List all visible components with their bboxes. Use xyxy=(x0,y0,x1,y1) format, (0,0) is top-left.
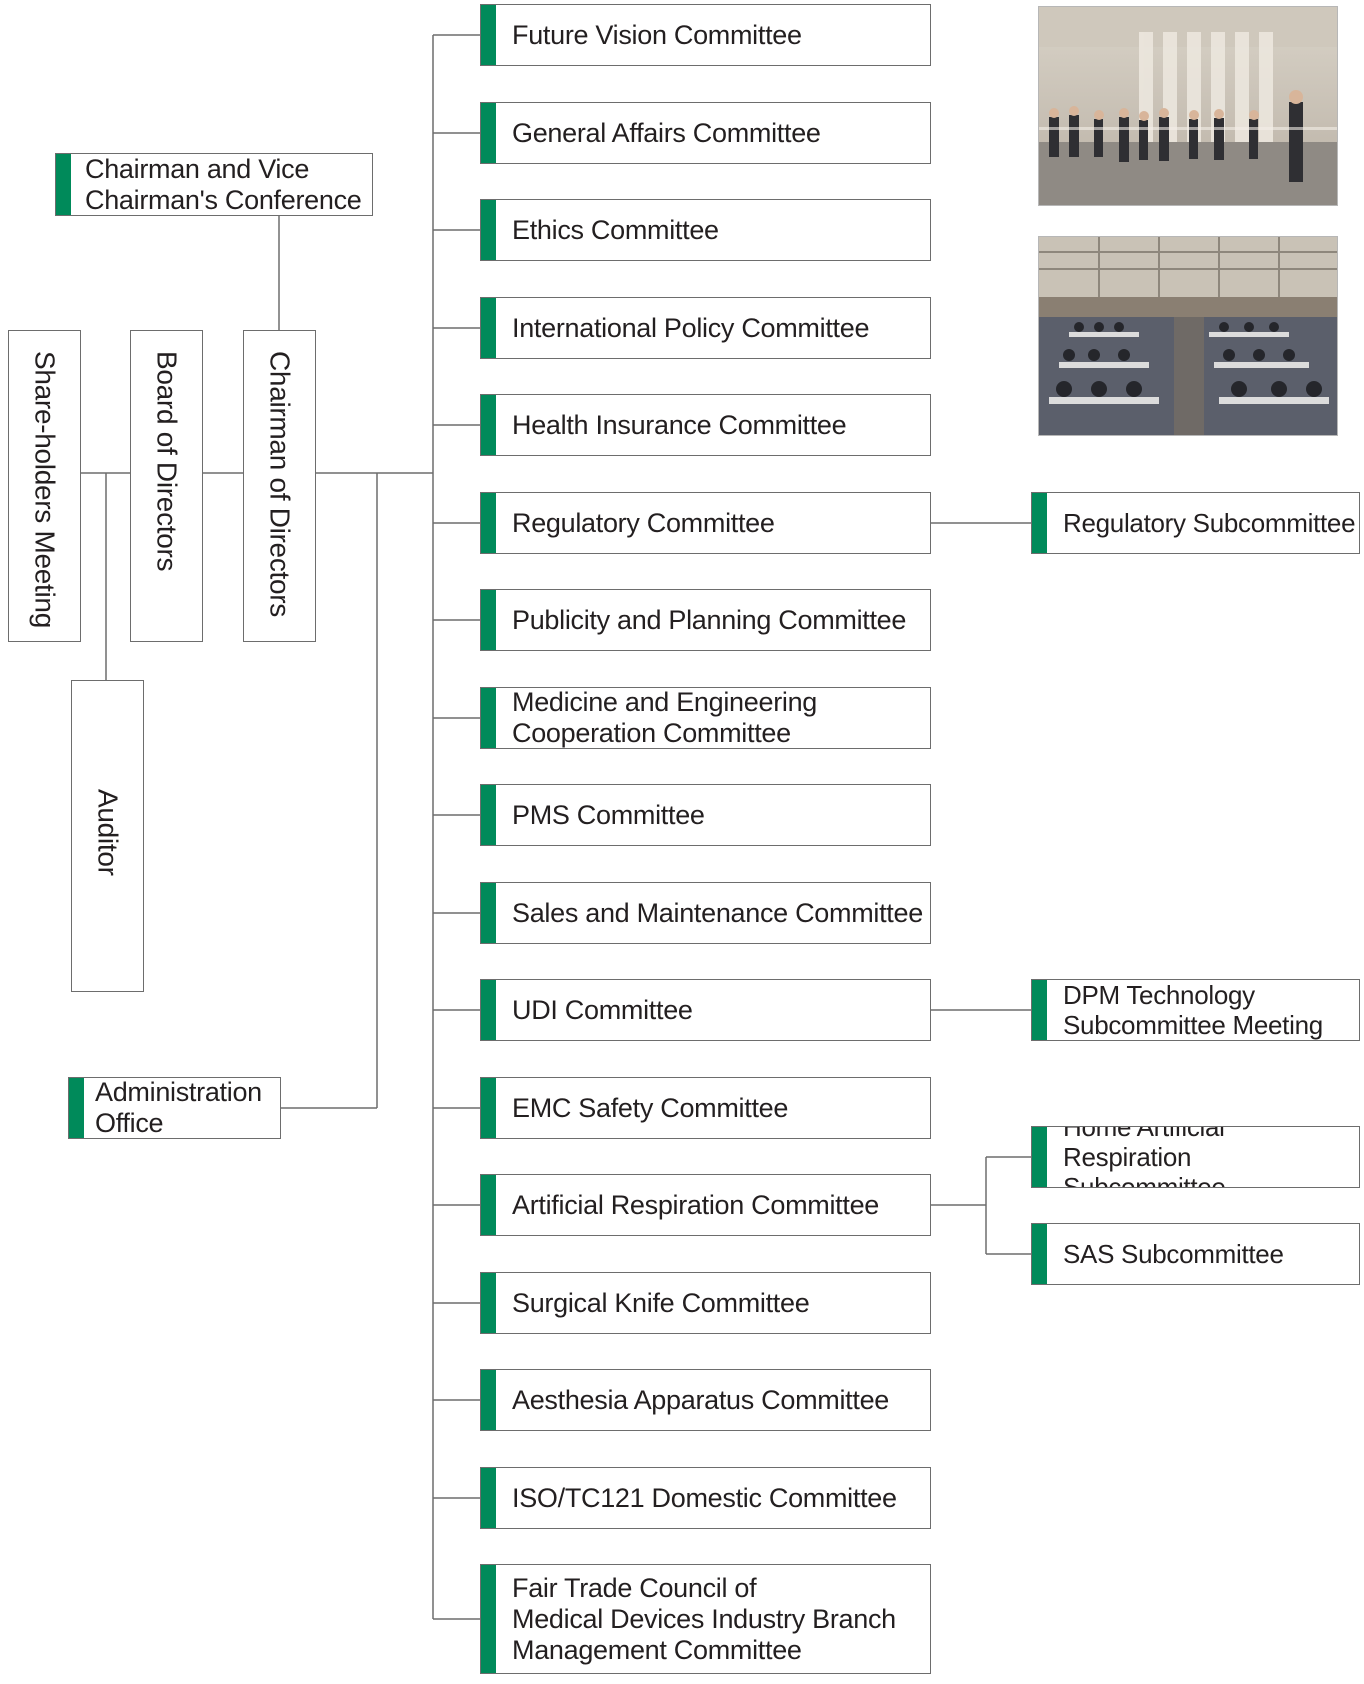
accent-bar xyxy=(56,154,71,215)
accent-bar xyxy=(481,980,496,1040)
committee-box: Artificial Respiration Committee xyxy=(480,1174,931,1236)
committee-box: Publicity and Planning Committee xyxy=(480,589,931,651)
committee-label: Ethics Committee xyxy=(512,214,719,245)
board-of-directors-box: Board of Directors xyxy=(130,330,203,642)
conference-label: Chairman and Vice Chairman's Conference xyxy=(85,153,362,215)
conference-hall-photo xyxy=(1038,236,1338,436)
committee-box: General Affairs Committee xyxy=(480,102,931,164)
chairman-of-directors-box: Chairman of Directors xyxy=(243,330,316,642)
committee-label: Medicine and Engineering Cooperation Com… xyxy=(512,687,818,748)
accent-bar xyxy=(481,298,496,358)
committee-label: International Policy Committee xyxy=(512,312,870,343)
committee-box: Fair Trade Council of Medical Devices In… xyxy=(480,1564,931,1674)
shareholders-meeting-label: Share-holders Meeting xyxy=(29,351,61,628)
committee-box: Regulatory Committee xyxy=(480,492,931,554)
subcommittee-label: SAS Subcommittee xyxy=(1063,1239,1284,1269)
committee-box: UDI Committee xyxy=(480,979,931,1041)
accent-bar xyxy=(481,493,496,553)
subcommittee-label: Home Artificial Respiration Subcommittee xyxy=(1063,1126,1226,1188)
committee-box: PMS Committee xyxy=(480,784,931,846)
committee-label: EMC Safety Committee xyxy=(512,1092,789,1123)
committee-box: Health Insurance Committee xyxy=(480,394,931,456)
subcommittee-box: SAS Subcommittee xyxy=(1031,1223,1360,1285)
committee-label: Aesthesia Apparatus Committee xyxy=(512,1384,889,1415)
conference-photo-art xyxy=(1039,237,1337,435)
subcommittee-label: Regulatory Subcommittee xyxy=(1063,508,1356,538)
committee-box: Aesthesia Apparatus Committee xyxy=(480,1369,931,1431)
board-of-directors-label: Board of Directors xyxy=(151,351,183,572)
committee-label: Surgical Knife Committee xyxy=(512,1287,810,1318)
auditor-box: Auditor xyxy=(71,680,144,992)
subcommittee-box: Home Artificial Respiration Subcommittee xyxy=(1031,1126,1360,1188)
committee-box: ISO/TC121 Domestic Committee xyxy=(480,1467,931,1529)
subcommittee-label: DPM Technology Subcommittee Meeting xyxy=(1063,980,1323,1040)
chairman-of-directors-label: Chairman of Directors xyxy=(264,351,296,618)
accent-bar xyxy=(481,395,496,455)
accent-bar xyxy=(481,103,496,163)
reception-photo-art xyxy=(1039,7,1337,205)
committee-label: Fair Trade Council of Medical Devices In… xyxy=(512,1572,896,1665)
accent-bar xyxy=(481,688,496,748)
accent-bar xyxy=(481,1273,496,1333)
committee-label: Artificial Respiration Committee xyxy=(512,1189,880,1220)
accent-bar xyxy=(1032,980,1047,1040)
committee-box: International Policy Committee xyxy=(480,297,931,359)
accent-bar xyxy=(481,1468,496,1528)
committee-label: Future Vision Committee xyxy=(512,19,802,50)
committee-box: EMC Safety Committee xyxy=(480,1077,931,1139)
accent-bar xyxy=(481,1175,496,1235)
accent-bar xyxy=(481,590,496,650)
committee-label: UDI Committee xyxy=(512,994,693,1025)
administration-office-label: Administration Office xyxy=(95,1077,262,1138)
committee-box: Sales and Maintenance Committee xyxy=(480,882,931,944)
accent-bar xyxy=(481,200,496,260)
committee-label: Sales and Maintenance Committee xyxy=(512,897,923,928)
accent-bar xyxy=(1032,1224,1047,1284)
committee-box: Ethics Committee xyxy=(480,199,931,261)
auditor-label: Auditor xyxy=(92,789,124,876)
committee-label: Publicity and Planning Committee xyxy=(512,604,907,635)
committee-box: Surgical Knife Committee xyxy=(480,1272,931,1334)
shareholders-meeting-box: Share-holders Meeting xyxy=(8,330,81,642)
committee-box: Medicine and Engineering Cooperation Com… xyxy=(480,687,931,749)
subcommittee-box: Regulatory Subcommittee xyxy=(1031,492,1360,554)
accent-bar xyxy=(69,1078,84,1138)
meeting-reception-photo xyxy=(1038,6,1338,206)
administration-office-box: Administration Office xyxy=(68,1077,281,1139)
subcommittee-box: DPM Technology Subcommittee Meeting xyxy=(1031,979,1360,1041)
committee-label: PMS Committee xyxy=(512,799,705,830)
accent-bar xyxy=(481,883,496,943)
accent-bar xyxy=(1032,493,1047,553)
accent-bar xyxy=(1032,1127,1047,1187)
accent-bar xyxy=(481,1078,496,1138)
accent-bar xyxy=(481,1565,496,1673)
committee-label: ISO/TC121 Domestic Committee xyxy=(512,1482,897,1513)
accent-bar xyxy=(481,1370,496,1430)
committee-label: Health Insurance Committee xyxy=(512,409,847,440)
committee-label: General Affairs Committee xyxy=(512,117,821,148)
accent-bar xyxy=(481,5,496,65)
committee-box: Future Vision Committee xyxy=(480,4,931,66)
conference-box: Chairman and Vice Chairman's Conference xyxy=(55,153,373,216)
committee-label: Regulatory Committee xyxy=(512,507,775,538)
accent-bar xyxy=(481,785,496,845)
